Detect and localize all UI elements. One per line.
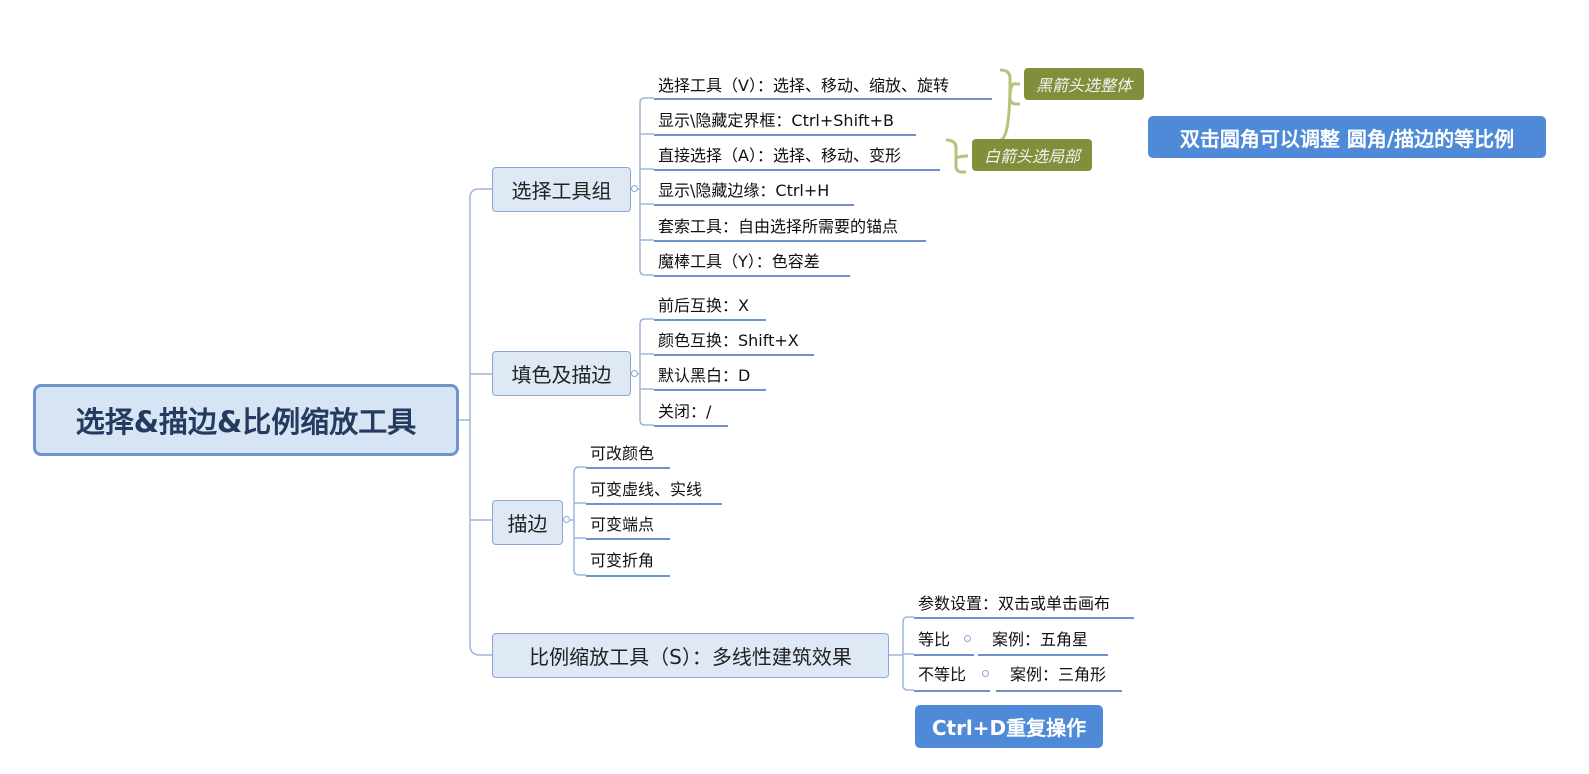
leaf-none[interactable]: 关闭：/ xyxy=(658,402,712,421)
collapse-dot[interactable] xyxy=(563,516,570,523)
branch-select-tools[interactable]: 选择工具组 xyxy=(492,167,631,212)
leaf-select-tool[interactable]: 选择工具（V）：选择、移动、缩放、旋转 xyxy=(658,76,949,95)
leaf-underline xyxy=(654,389,766,391)
leaf-underline xyxy=(654,354,814,356)
leaf-params[interactable]: 参数设置：双击或单击画布 xyxy=(918,594,1111,613)
branch-scale-tool[interactable]: 比例缩放工具（S）：多线性建筑效果 xyxy=(492,633,889,678)
leaf-underline xyxy=(654,275,850,277)
leaf-magic-wand[interactable]: 魔棒工具（Y）：色容差 xyxy=(658,252,820,271)
leaf-underline xyxy=(586,538,670,540)
leaf-underline xyxy=(654,425,728,427)
leaf-default-bw[interactable]: 默认黑白：D xyxy=(658,366,751,385)
leaf-underline xyxy=(996,690,1122,692)
leaf-underline xyxy=(586,467,670,469)
leaf-underline xyxy=(586,575,670,577)
leaf-underline xyxy=(654,240,926,242)
leaf-underline xyxy=(654,169,940,171)
leaf-color-swap[interactable]: 颜色互换：Shift+X xyxy=(658,331,799,350)
leaf-cap[interactable]: 可变端点 xyxy=(590,515,655,534)
branch-stroke[interactable]: 描边 xyxy=(492,500,563,545)
collapse-dot[interactable] xyxy=(964,635,971,642)
collapse-dot[interactable] xyxy=(631,370,638,377)
leaf-underline xyxy=(978,654,1108,656)
leaf-show-edges[interactable]: 显示\隐藏边缘：Ctrl+H xyxy=(658,181,830,200)
leaf-example-star[interactable]: 案例：五角星 xyxy=(992,630,1089,649)
leaf-corner[interactable]: 可变折角 xyxy=(590,551,655,570)
branch-fill-stroke[interactable]: 填色及描边 xyxy=(492,351,631,396)
leaf-underline xyxy=(914,654,974,656)
root-node[interactable]: 选择&描边&比例缩放工具 xyxy=(33,384,459,456)
leaf-underline xyxy=(586,503,722,505)
leaf-underline xyxy=(914,690,990,692)
leaf-underline xyxy=(914,617,1134,619)
leaf-bounding-box[interactable]: 显示\隐藏定界框：Ctrl+Shift+B xyxy=(658,111,895,130)
leaf-swap[interactable]: 前后互换：X xyxy=(658,296,749,315)
note-repeat-action: Ctrl+D重复操作 xyxy=(915,705,1103,748)
leaf-lasso[interactable]: 套索工具：自由选择所需要的锚点 xyxy=(658,217,899,236)
leaf-underline xyxy=(654,134,916,136)
leaf-underline xyxy=(654,319,766,321)
callout-white-arrow: 白箭头选局部 xyxy=(972,139,1092,171)
leaf-underline xyxy=(654,204,854,206)
leaf-change-color[interactable]: 可改颜色 xyxy=(590,444,655,463)
collapse-dot[interactable] xyxy=(631,185,638,192)
leaf-underline xyxy=(654,98,992,100)
leaf-example-triangle[interactable]: 案例：三角形 xyxy=(1010,665,1107,684)
leaf-uniform[interactable]: 等比 xyxy=(918,630,951,649)
leaf-dash[interactable]: 可变虚线、实线 xyxy=(590,480,703,499)
callout-black-arrow: 黑箭头选整体 xyxy=(1024,68,1144,100)
note-corner-radius: 双击圆角可以调整 圆角/描边的等比例 xyxy=(1148,116,1546,158)
leaf-nonuniform[interactable]: 不等比 xyxy=(918,665,967,684)
collapse-dot[interactable] xyxy=(982,670,989,677)
leaf-direct-select[interactable]: 直接选择（A）：选择、移动、变形 xyxy=(658,146,901,165)
